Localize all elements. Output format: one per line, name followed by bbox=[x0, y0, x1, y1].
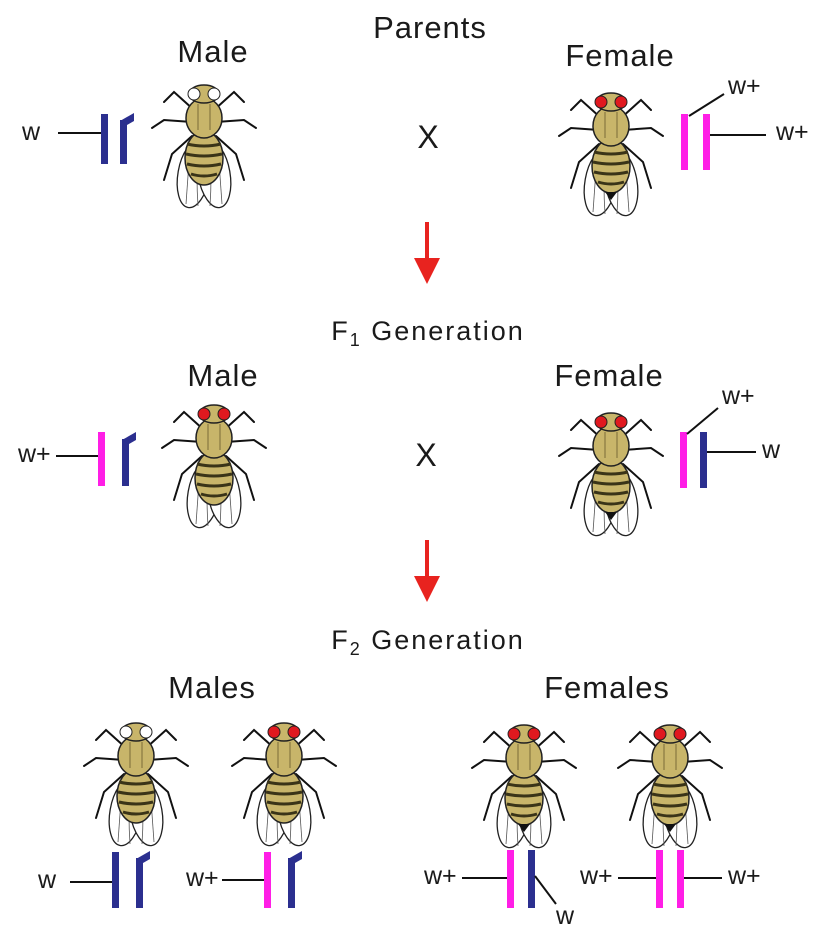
fruit-fly-icon bbox=[559, 93, 663, 218]
fruit-fly-icon bbox=[232, 723, 336, 848]
y-chromosome-icon bbox=[122, 432, 136, 486]
allele-label: w+ bbox=[579, 862, 613, 890]
f1-female-genotype: w+ w bbox=[680, 382, 781, 488]
fruit-fly-icon bbox=[472, 725, 576, 850]
x-chromosome-icon bbox=[677, 850, 684, 908]
f2-female-1-genotype: w+ w bbox=[423, 850, 575, 930]
parent-male-label: Male bbox=[177, 34, 248, 69]
allele-label: w+ bbox=[775, 118, 809, 146]
f1-male-genotype: w+ bbox=[17, 432, 136, 486]
f2-male-2-genotype: w+ bbox=[185, 851, 302, 908]
allele-label: w+ bbox=[423, 862, 457, 890]
parents-title: Parents bbox=[373, 10, 487, 45]
f2-female-2-genotype: w+ w+ bbox=[579, 850, 761, 908]
parent-male-genotype: w bbox=[21, 113, 134, 164]
f2-males-label: Males bbox=[168, 670, 256, 705]
f1-male-label: Male bbox=[187, 358, 258, 393]
x-chromosome-icon bbox=[264, 852, 271, 908]
fruit-fly-icon bbox=[559, 413, 663, 538]
x-chromosome-icon bbox=[703, 114, 710, 170]
x-chromosome-icon bbox=[656, 850, 663, 908]
fruit-fly-icon bbox=[84, 723, 188, 848]
x-chromosome-icon bbox=[112, 852, 119, 908]
f1-generation-title: F1 Generation bbox=[331, 316, 525, 350]
fruit-fly-icon bbox=[152, 85, 256, 210]
x-chromosome-icon bbox=[101, 114, 108, 164]
x-chromosome-icon bbox=[681, 114, 688, 170]
f2-male-1-genotype: w bbox=[37, 851, 150, 908]
allele-label: w bbox=[37, 866, 57, 894]
y-chromosome-icon bbox=[288, 851, 302, 908]
allele-label: w+ bbox=[721, 382, 755, 410]
x-chromosome-icon bbox=[507, 850, 514, 908]
allele-label: w+ bbox=[727, 862, 761, 890]
allele-label: w bbox=[21, 118, 41, 146]
allele-label: w bbox=[761, 436, 781, 464]
f2-generation-title: F2 Generation bbox=[331, 625, 525, 659]
down-arrow-icon bbox=[414, 222, 440, 284]
f1-female-label: Female bbox=[554, 358, 663, 393]
allele-label: w+ bbox=[727, 72, 761, 100]
fruit-fly-icon bbox=[162, 405, 266, 530]
allele-label: w bbox=[555, 902, 575, 930]
parents-cross-symbol: X bbox=[417, 119, 438, 155]
y-chromosome-icon bbox=[136, 851, 150, 908]
allele-label: w+ bbox=[17, 440, 51, 468]
y-chromosome-icon bbox=[120, 113, 134, 164]
parent-female-genotype: w+ w+ bbox=[681, 72, 809, 170]
x-chromosome-icon bbox=[700, 432, 707, 488]
down-arrow-icon bbox=[414, 540, 440, 602]
x-chromosome-icon bbox=[680, 432, 687, 488]
x-chromosome-icon bbox=[98, 432, 105, 486]
fruit-fly-icon bbox=[618, 725, 722, 850]
f2-females-label: Females bbox=[544, 670, 670, 705]
parent-female-label: Female bbox=[565, 38, 674, 73]
f1-cross-symbol: X bbox=[415, 437, 436, 473]
x-chromosome-icon bbox=[528, 850, 535, 908]
allele-label: w+ bbox=[185, 864, 219, 892]
